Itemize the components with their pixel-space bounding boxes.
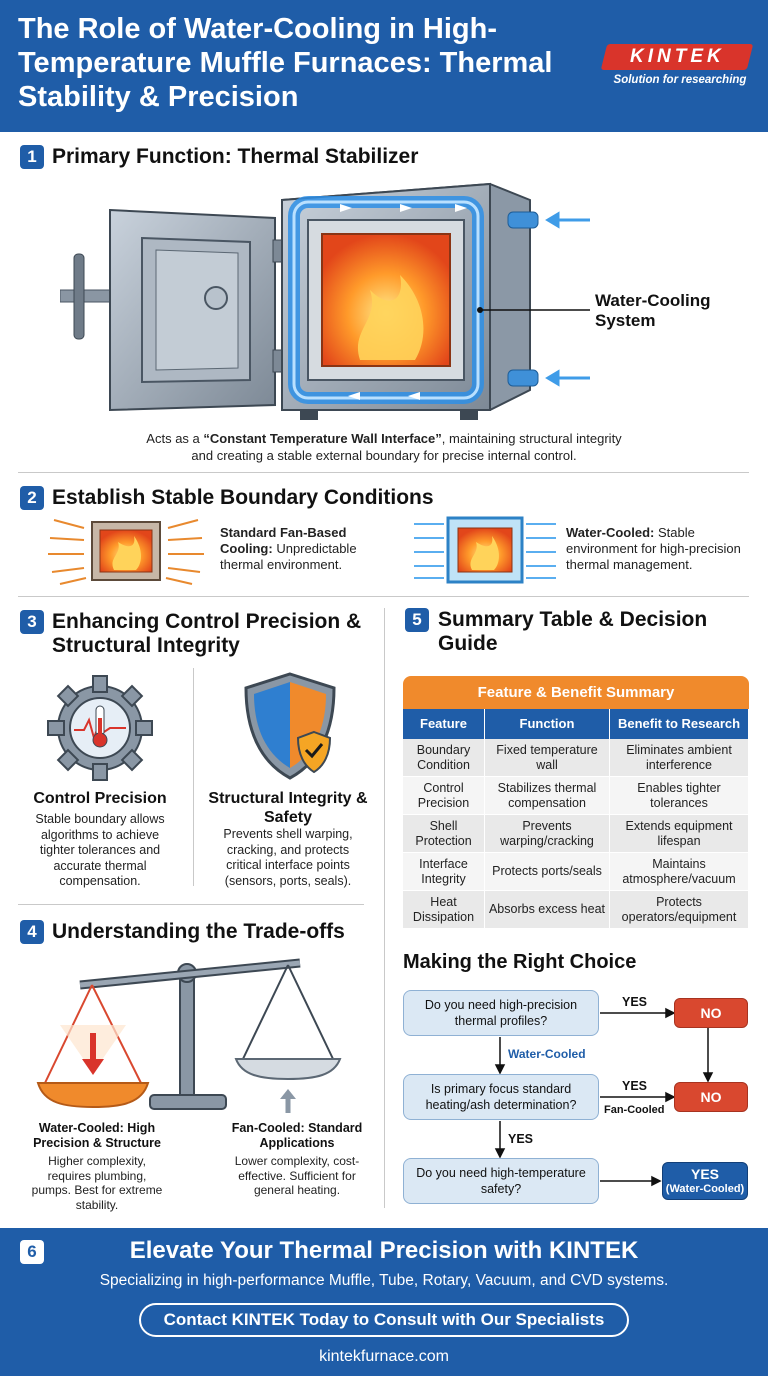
decision-question-2[interactable]: Is primary focus standard heating/ash de… — [403, 1074, 599, 1120]
section-3-number: 3 — [20, 610, 44, 634]
table-cell: Fixed temperature wall — [485, 739, 610, 776]
water-cooled-label: Water-Cooled — [508, 1047, 586, 1061]
divider — [193, 668, 194, 886]
yes-label-3: YES — [508, 1132, 534, 1146]
water-cooled-desc: Stable environment for high-precision th… — [566, 525, 741, 572]
column-header: Function — [485, 709, 610, 739]
section-1-title: Primary Function: Thermal Stabilizer — [52, 145, 419, 168]
table-cell: Enables tighter tolerances — [610, 777, 749, 814]
fan-cooling-desc: Unpredictable thermal environment. — [220, 541, 357, 572]
water-cooling-callout: Water-Cooling System — [595, 291, 711, 331]
divider — [18, 472, 749, 473]
section-1-caption: Acts as a “Constant Temperature Wall Int… — [40, 430, 728, 464]
table-cell: Shell Protection — [403, 815, 485, 852]
fan-cooled-label: Fan-Cooled — [604, 1104, 665, 1116]
section-4-title: Understanding the Trade-offs — [52, 920, 345, 943]
structural-integrity-heading: Structural Integrity & Safety — [208, 790, 368, 826]
fan-cooled-tradeoff-heading: Fan-Cooled: Standard Applications — [231, 1121, 363, 1150]
kintek-logo[interactable]: KINTEK — [600, 44, 754, 70]
column-header: Feature — [403, 709, 485, 739]
contact-button[interactable]: Contact KINTEK Today to Consult with Our… — [139, 1303, 629, 1337]
section-6-number: 6 — [20, 1240, 44, 1264]
final-yes-text: YES — [690, 1166, 719, 1182]
table-cell: Extends equipment lifespan — [610, 815, 749, 852]
decision-question-1[interactable]: Do you need high-precision thermal profi… — [403, 990, 599, 1036]
caption-rest: , maintaining structural integrity — [441, 431, 622, 446]
answer-no-2-text: NO — [700, 1089, 722, 1105]
table-cell: Stabilizes thermal compensation — [485, 777, 610, 814]
table-row: Shell Protection Prevents warping/cracki… — [403, 815, 749, 853]
caption-prefix: Acts as a — [146, 431, 204, 446]
water-cooled-furnace-illustration — [60, 182, 590, 420]
section-3-title: Enhancing Control Precision & Structural… — [52, 610, 362, 657]
control-precision-heading: Control Precision — [33, 790, 167, 807]
fan-cooled-furnace-icon — [48, 519, 204, 585]
section-1-number: 1 — [20, 145, 44, 169]
balance-scale-illustration — [36, 958, 342, 1113]
section-2-title: Establish Stable Boundary Conditions — [52, 486, 434, 509]
footer-title: Elevate Your Thermal Precision with KINT… — [129, 1237, 639, 1264]
answer-yes-water-cooled[interactable]: YES (Water-Cooled) — [662, 1162, 748, 1200]
decision-question-3[interactable]: Do you need high-temperature safety? — [403, 1158, 599, 1204]
table-row: Control Precision Stabilizes thermal com… — [403, 777, 749, 815]
section-4-number: 4 — [20, 920, 44, 944]
section-5-title: Summary Table & Decision Guide — [438, 608, 708, 655]
fan-cooled-tradeoff-text: Lower complexity, cost-effective. Suffic… — [234, 1154, 360, 1197]
summary-table-title: Feature & Benefit Summary — [403, 676, 749, 709]
table-row: Boundary Condition Fixed temperature wal… — [403, 739, 749, 777]
divider — [18, 904, 364, 905]
answer-no-1-text: NO — [700, 1005, 722, 1021]
divider — [18, 596, 749, 597]
yes-label-2: YES — [622, 1079, 648, 1093]
table-cell: Prevents warping/cracking — [485, 815, 610, 852]
table-cell: Absorbs excess heat — [485, 891, 610, 928]
water-cooled-tradeoff-heading: Water-Cooled: High Precision & Structure — [33, 1121, 161, 1150]
caption-line-2: and creating a stable external boundary … — [191, 448, 577, 463]
summary-table-body: Boundary Condition Fixed temperature wal… — [403, 739, 749, 929]
answer-no-1[interactable]: NO — [674, 998, 748, 1028]
fan-cooling-label: Standard Fan-Based Cooling: — [220, 525, 347, 556]
table-cell: Protects operators/equipment — [610, 891, 749, 928]
logo-text: KINTEK — [629, 46, 725, 67]
table-cell: Control Precision — [403, 777, 485, 814]
structural-integrity-text: Prevents shell warping, cracking, and pr… — [223, 827, 353, 888]
footer-subtitle: Specializing in high-performance Muffle,… — [99, 1272, 669, 1289]
table-cell: Eliminates ambient interference — [610, 739, 749, 776]
table-row: Heat Dissipation Absorbs excess heat Pro… — [403, 891, 749, 929]
water-cooled-label: Water-Cooled: — [566, 525, 655, 540]
summary-table-header: Feature Function Benefit to Research — [403, 709, 749, 739]
caption-bold: “Constant Temperature Wall Interface” — [203, 431, 442, 446]
table-cell: Interface Integrity — [403, 853, 485, 890]
gear-thermometer-icon — [47, 675, 153, 781]
decision-flow-arrows — [494, 1007, 714, 1187]
making-right-choice-title: Making the Right Choice — [403, 951, 637, 973]
footer-banner — [0, 1228, 768, 1376]
water-cooled-text: Water-Cooled: Stable environment for hig… — [566, 525, 761, 573]
yes-label-1: YES — [622, 995, 648, 1009]
table-cell: Boundary Condition — [403, 739, 485, 776]
section-5-number: 5 — [405, 608, 429, 632]
fan-based-cooling-text: Standard Fan-Based Cooling: Unpredictabl… — [220, 525, 395, 573]
section-2-number: 2 — [20, 486, 44, 510]
control-precision-text: Stable boundary allows algorithms to ach… — [35, 812, 165, 888]
answer-no-2[interactable]: NO — [674, 1082, 748, 1112]
logo-tagline: Solution for researching — [613, 74, 747, 86]
table-cell: Protects ports/seals — [485, 853, 610, 890]
page-title: The Role of Water-Cooling in High-Temper… — [18, 13, 553, 113]
table-cell: Maintains atmosphere/vacuum — [610, 853, 749, 890]
callout-line-2: System — [595, 311, 656, 330]
website-link[interactable]: kintekfurnace.com — [319, 1348, 449, 1365]
table-cell: Heat Dissipation — [403, 891, 485, 928]
shield-check-icon — [244, 672, 336, 780]
water-cooled-tradeoff-text: Higher complexity, requires plumbing, pu… — [31, 1154, 163, 1212]
water-cooled-furnace-icon — [414, 516, 556, 584]
table-row: Interface Integrity Protects ports/seals… — [403, 853, 749, 891]
column-header: Benefit to Research — [610, 709, 749, 739]
callout-line-1: Water-Cooling — [595, 291, 711, 310]
final-yes-sub: (Water-Cooled) — [665, 1183, 745, 1195]
column-divider — [384, 608, 385, 1208]
